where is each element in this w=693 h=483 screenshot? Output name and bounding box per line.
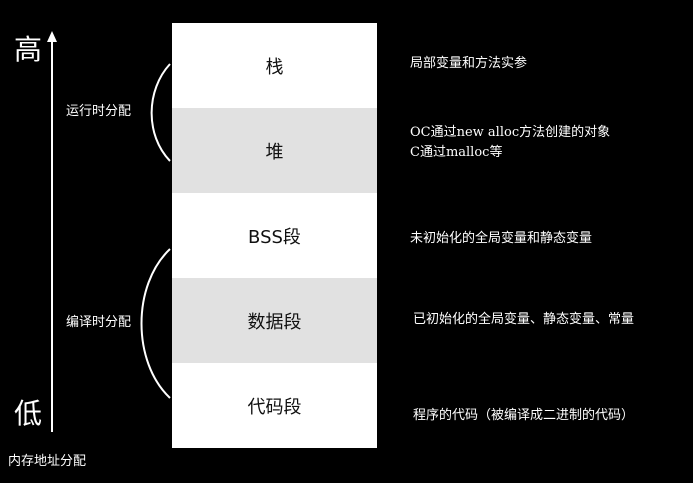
code-segment: 代码段: [172, 363, 377, 448]
memory-address-caption: 内存地址分配: [8, 454, 87, 469]
stack-description-line: 局部变量和方法实参: [410, 56, 528, 71]
runtime-allocation-label: 运行时分配: [66, 104, 132, 119]
runtime-bracket: [150, 63, 171, 162]
data-description: 已初始化的全局变量、静态变量、常量: [413, 310, 634, 330]
stack-segment: 栈: [172, 23, 377, 108]
high-address-label: 高: [14, 33, 43, 66]
stack-segment-label: 栈: [265, 56, 284, 78]
heap-description-line-2: C通过malloc等: [410, 145, 503, 160]
heap-description-line-1: OC通过new alloc方法创建的对象: [410, 125, 611, 140]
compile-allocation-label: 编译时分配: [66, 315, 132, 330]
heap-segment: 堆: [172, 108, 377, 193]
address-axis-arrow-icon: [47, 31, 57, 42]
memory-segments-column: 栈 堆 BSS段 数据段 代码段: [172, 23, 377, 448]
data-description-line: 已初始化的全局变量、静态变量、常量: [413, 312, 635, 327]
stack-description: 局部变量和方法实参: [410, 54, 527, 74]
data-segment-label: 数据段: [247, 311, 302, 333]
bss-segment-label: BSS段: [248, 226, 301, 248]
address-axis-line: [51, 38, 53, 432]
data-segment: 数据段: [172, 278, 377, 363]
code-segment-label: 代码段: [247, 396, 302, 418]
code-description: 程序的代码（被编译成二进制的代码）: [413, 406, 634, 426]
low-address-label: 低: [14, 397, 43, 430]
heap-segment-label: 堆: [265, 141, 284, 163]
heap-description: OC通过new alloc方法创建的对象 C通过malloc等: [410, 123, 610, 163]
bss-description: 未初始化的全局变量和静态变量: [410, 229, 592, 249]
bss-segment: BSS段: [172, 193, 377, 278]
bss-description-line: 未初始化的全局变量和静态变量: [410, 231, 593, 246]
code-description-line: 程序的代码（被编译成二进制的代码）: [413, 408, 635, 423]
compile-bracket: [140, 248, 171, 399]
